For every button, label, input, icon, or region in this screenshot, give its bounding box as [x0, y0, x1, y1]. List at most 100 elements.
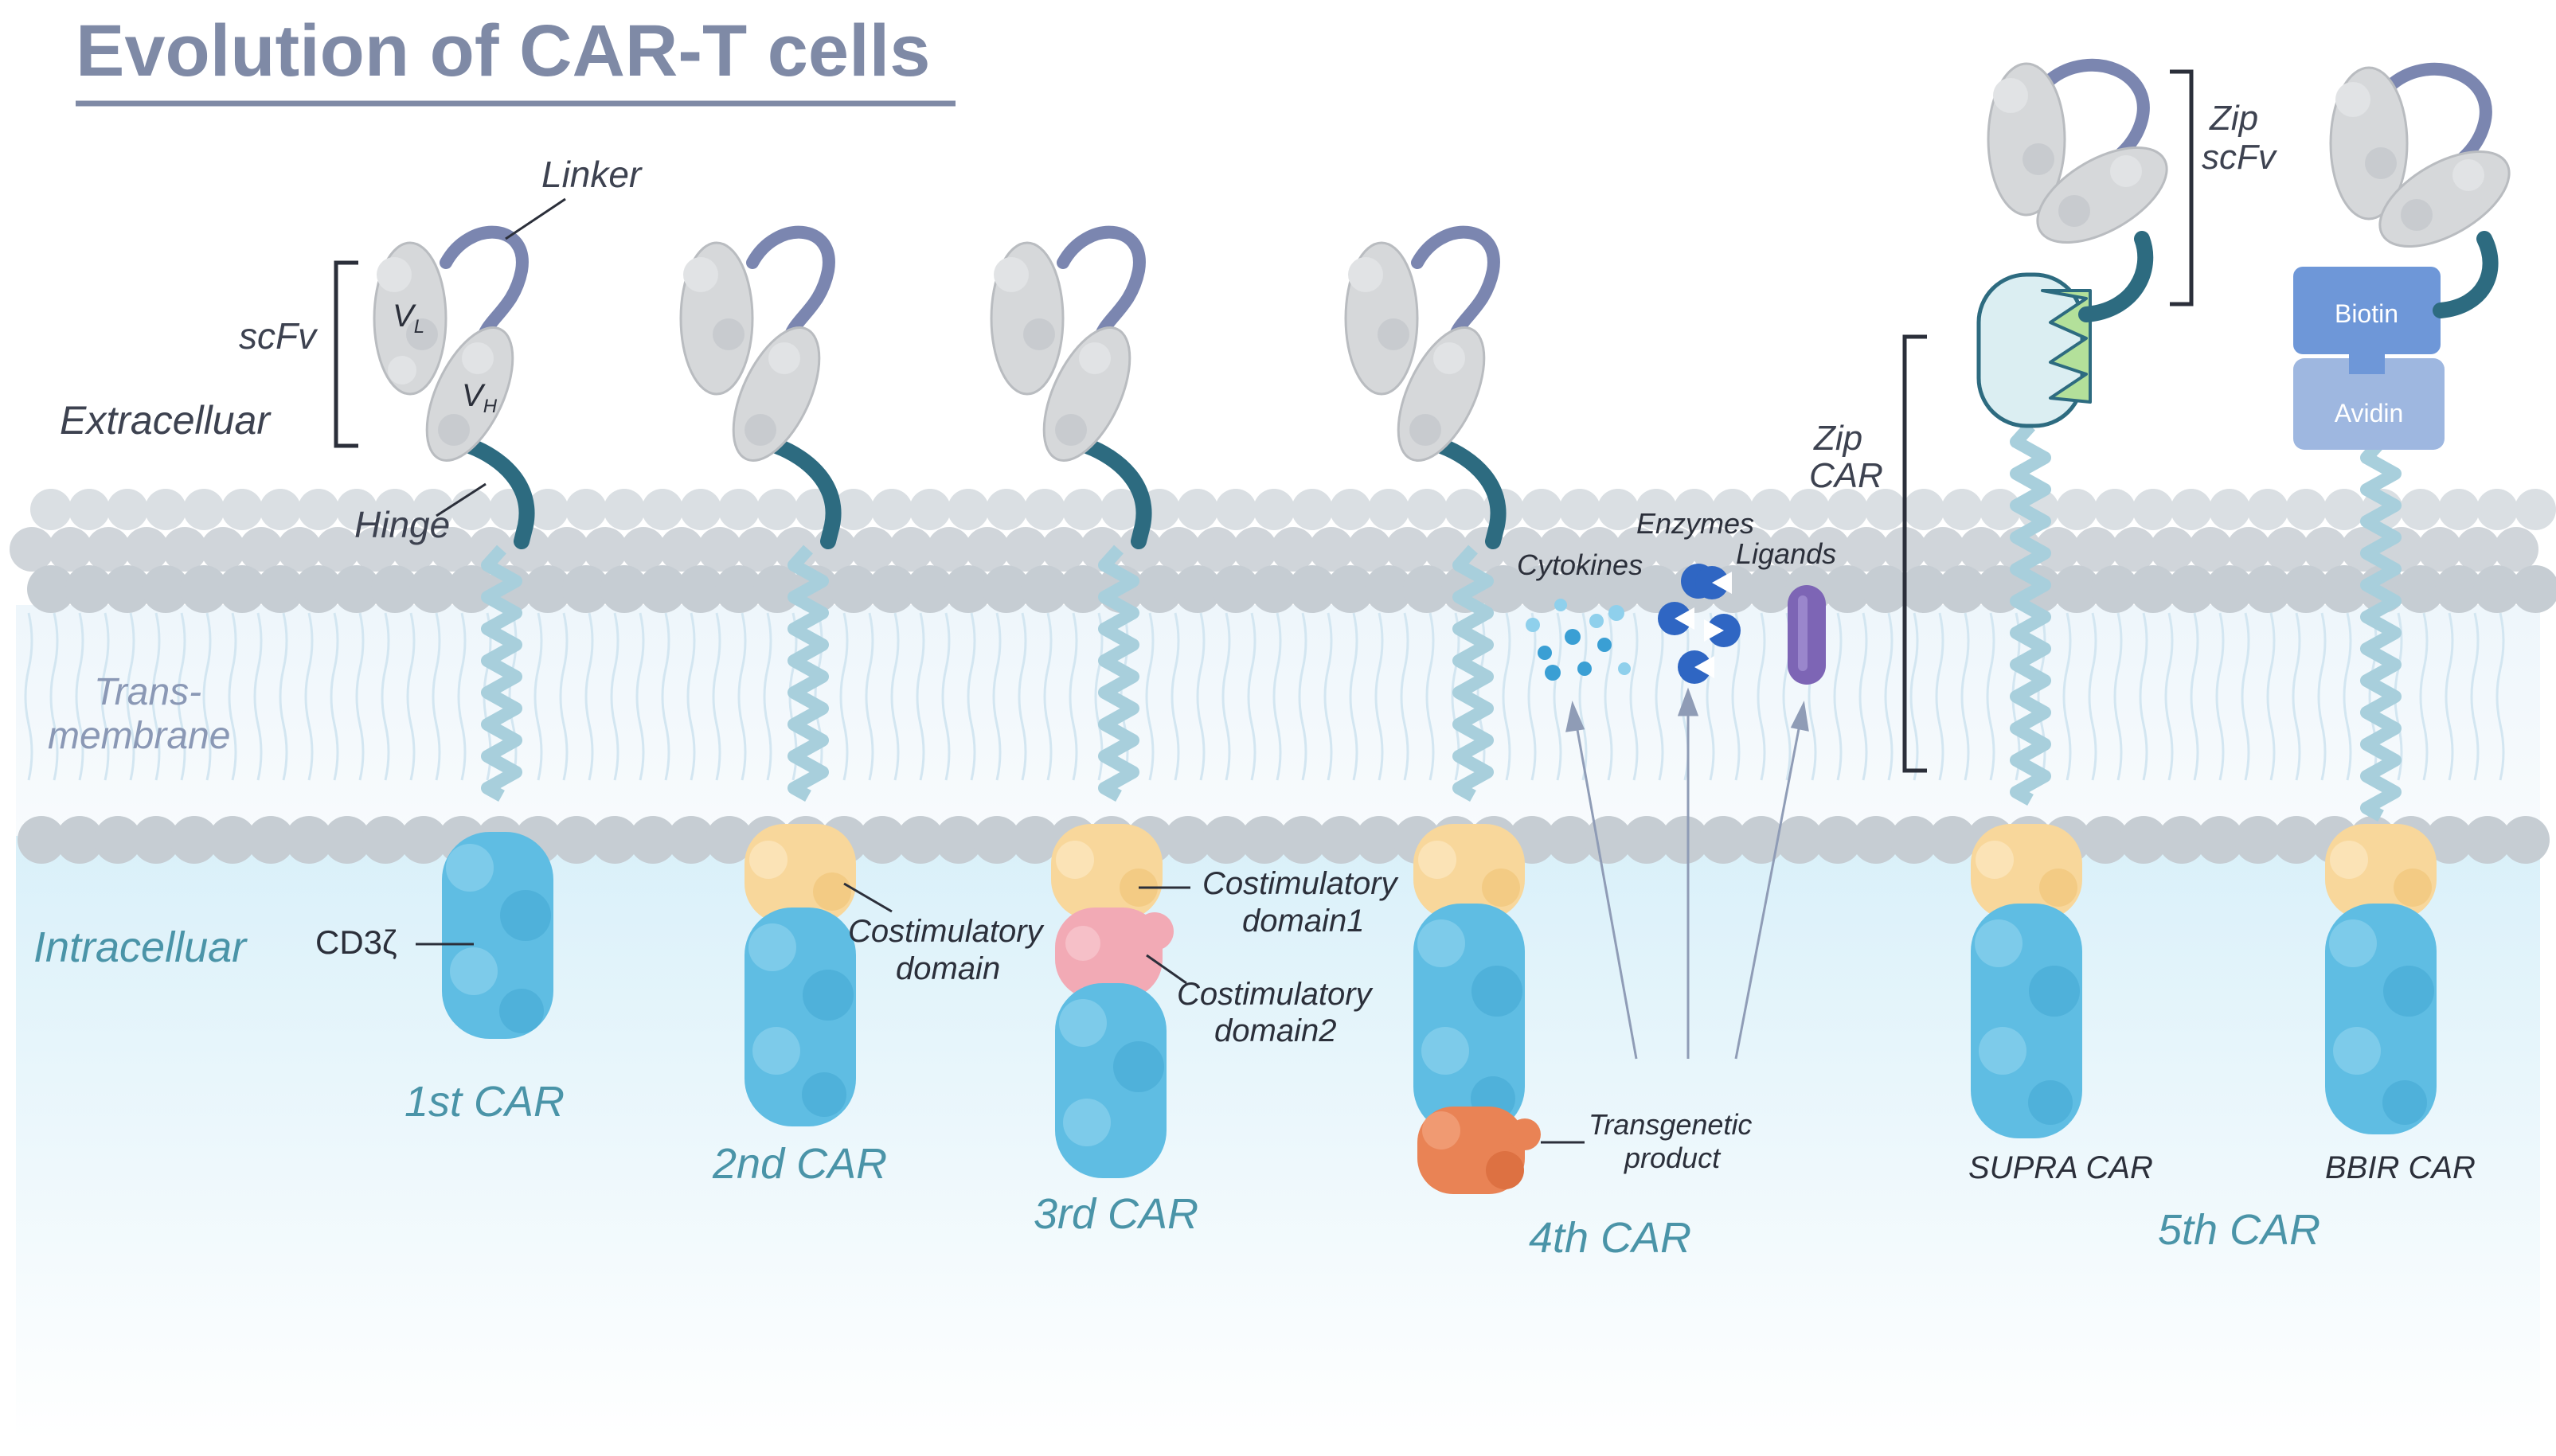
- lipid-tail: [177, 612, 186, 781]
- lipid-head-mid: [1653, 527, 1698, 572]
- lipid-head-back: [1406, 489, 1448, 530]
- lipid-head: [218, 565, 266, 613]
- lipid-head-back: [2171, 489, 2212, 530]
- lipid-head-mid: [2035, 527, 2080, 572]
- lipid-head: [1327, 565, 1374, 613]
- lipid-head-mid: [86, 527, 131, 572]
- lipid-head-back: [527, 489, 569, 530]
- lipid-head-back: [680, 489, 721, 530]
- scfv-vh-domain: [2378, 150, 2511, 248]
- lipid-head-back: [2323, 489, 2365, 530]
- lipid-head-back: [1330, 489, 1371, 530]
- lipid-head-mid: [774, 527, 819, 572]
- costimulatory-domain-2: [1055, 908, 1174, 999]
- ligands-label: Ligands: [1736, 537, 1836, 570]
- lipid-head: [27, 565, 75, 613]
- lipid-head-back: [2209, 489, 2250, 530]
- lipid-head-mid: [1347, 527, 1392, 572]
- lipid-head: [56, 816, 104, 864]
- lipid-head-back: [1903, 489, 1944, 530]
- linker-pointer: [505, 197, 566, 240]
- lipid-head-mid: [698, 527, 742, 572]
- lipid-tail: [1935, 612, 1944, 781]
- lipid-head-mid: [1806, 527, 1851, 572]
- lipid-head-back: [1253, 489, 1295, 530]
- lipid-head: [18, 816, 65, 864]
- generation-label-2nd: 2nd CAR: [712, 1140, 887, 1188]
- lipid-head-mid: [315, 527, 360, 572]
- lipid-head-back: [68, 489, 110, 530]
- lipid-head-back: [1100, 489, 1142, 530]
- lipid-head: [1776, 816, 1823, 864]
- lipid-head-mid: [1118, 527, 1163, 572]
- lipid-head: [132, 816, 180, 864]
- lipid-tail: [1069, 612, 1078, 781]
- lipid-tail: [2419, 612, 2429, 781]
- vl-label: VL: [393, 299, 424, 338]
- lipid-head: [1900, 565, 1948, 613]
- lipid-head-mid: [1538, 527, 1583, 572]
- lipid-head: [2273, 816, 2320, 864]
- intracellular-region: [16, 836, 2540, 1441]
- lipid-tail: [1858, 612, 1868, 781]
- lipid-head-mid: [1921, 527, 1965, 572]
- lipid-head-mid: [392, 527, 436, 572]
- lipid-head-mid: [1691, 527, 1736, 572]
- lipid-head: [705, 816, 753, 864]
- lipid-head-mid: [277, 527, 322, 572]
- lipid-tail: [2190, 612, 2199, 781]
- lipid-head: [973, 816, 1021, 864]
- third-generation-car: [990, 225, 1174, 1178]
- ligand-highlight: [1798, 595, 1808, 671]
- lipid-head-back: [1597, 489, 1639, 530]
- lipid-head: [1365, 565, 1413, 613]
- lipid-head: [1632, 565, 1680, 613]
- linker: [1411, 225, 1500, 349]
- lipid-tail: [1400, 612, 1409, 781]
- cd3z-domain: [1413, 904, 1525, 1134]
- lipid-head-back: [336, 489, 377, 530]
- lipid-tail: [2495, 612, 2505, 781]
- lipid-tail: [2113, 612, 2123, 781]
- lipid-head-mid: [2303, 527, 2347, 572]
- lipid-tail: [1884, 612, 1894, 781]
- lipid-tail: [151, 612, 161, 781]
- lipid-tail: [1553, 612, 1562, 781]
- lipid-tail: [1578, 612, 1588, 781]
- lipid-head-mid: [850, 527, 895, 572]
- lipid-head: [2129, 565, 2177, 613]
- lipid-head: [2206, 565, 2253, 613]
- lipid-head: [1011, 816, 1059, 864]
- cd3z-domain: [745, 908, 856, 1126]
- lipid-tail: [330, 612, 339, 781]
- lipid-tail: [2470, 612, 2480, 781]
- intracellular-label: Intracelluar: [33, 923, 248, 971]
- zip-car-label-line1: Zip: [1813, 419, 1862, 458]
- generation-label-1st: 1st CAR: [405, 1078, 565, 1126]
- lipid-tail: [1272, 612, 1282, 781]
- lipid-head-mid: [1271, 527, 1315, 572]
- second-generation-car: [679, 225, 856, 1126]
- lipid-head: [1288, 565, 1336, 613]
- lipid-tail: [1221, 612, 1231, 781]
- lipid-tail: [2343, 612, 2352, 781]
- linker: [1057, 225, 1146, 349]
- lipid-head-back: [1368, 489, 1409, 530]
- generation-label-5th: 5th CAR: [2158, 1206, 2320, 1254]
- transmembrane-helix: [2360, 437, 2402, 822]
- scfv-vl-domain: [1344, 241, 1419, 396]
- lipid-head-back: [1941, 489, 1983, 530]
- generation-label-4th: 4th CAR: [1529, 1214, 1691, 1262]
- lipid-head: [944, 565, 992, 613]
- lipid-tail: [253, 612, 263, 781]
- lipid-head: [1585, 816, 1632, 864]
- lipid-head-back: [1559, 489, 1600, 530]
- enzymes: [1658, 564, 1741, 684]
- lipid-head-mid: [1844, 527, 1889, 572]
- lipid-tail: [1298, 612, 1307, 781]
- lipid-head: [2473, 565, 2521, 613]
- transmembrane-helix: [1098, 545, 1139, 802]
- cd3z-domain: [2325, 904, 2437, 1134]
- lipid-head: [830, 565, 877, 613]
- lipid-tail: [2215, 612, 2225, 781]
